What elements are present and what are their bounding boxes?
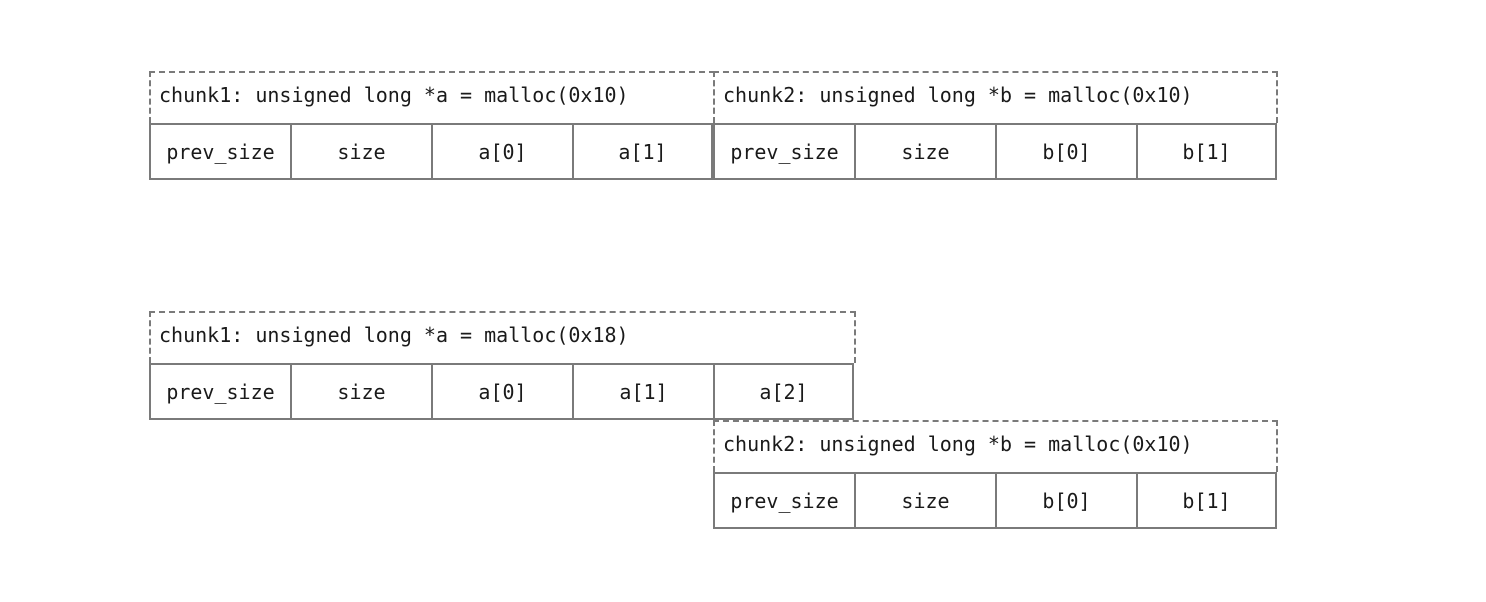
after-chunk2-cells: prev_size size b[0] b[1] xyxy=(713,472,1277,529)
before-chunk1-cells: prev_size size a[0] a[1] xyxy=(149,123,713,180)
after-chunk1-cells: prev_size size a[0] a[1] a[2] xyxy=(149,363,854,420)
before-chunk2-cell-b1: b[1] xyxy=(1136,123,1277,180)
after-chunk1-cell-size: size xyxy=(290,363,431,420)
before-chunk2-cell-b0: b[0] xyxy=(995,123,1136,180)
before-chunk1-cell-a0: a[0] xyxy=(431,123,572,180)
after-chunk1-cell-a0: a[0] xyxy=(431,363,572,420)
after-chunk1-cell-prev-size: prev_size xyxy=(149,363,290,420)
before-chunk2-cell-prev-size: prev_size xyxy=(713,123,854,180)
before-chunk2-cells: prev_size size b[0] b[1] xyxy=(713,123,1277,180)
after-chunk2-header: chunk2: unsigned long *b = malloc(0x10) xyxy=(713,420,1278,472)
after-chunk2-cell-prev-size: prev_size xyxy=(713,472,854,529)
before-chunk2-header: chunk2: unsigned long *b = malloc(0x10) xyxy=(713,71,1278,123)
before-chunk1-header: chunk1: unsigned long *a = malloc(0x10) xyxy=(149,71,715,123)
after-chunk1-cell-a1: a[1] xyxy=(572,363,713,420)
before-chunk1-cell-a1: a[1] xyxy=(572,123,713,180)
before-chunk2-cell-size: size xyxy=(854,123,995,180)
after-chunk1-header: chunk1: unsigned long *a = malloc(0x18) xyxy=(149,311,856,363)
after-chunk2-cell-b0: b[0] xyxy=(995,472,1136,529)
before-chunk1-cell-size: size xyxy=(290,123,431,180)
before-chunk1-cell-prev-size: prev_size xyxy=(149,123,290,180)
after-chunk1-cell-a2: a[2] xyxy=(713,363,854,420)
after-chunk2-cell-size: size xyxy=(854,472,995,529)
after-chunk2-cell-b1: b[1] xyxy=(1136,472,1277,529)
